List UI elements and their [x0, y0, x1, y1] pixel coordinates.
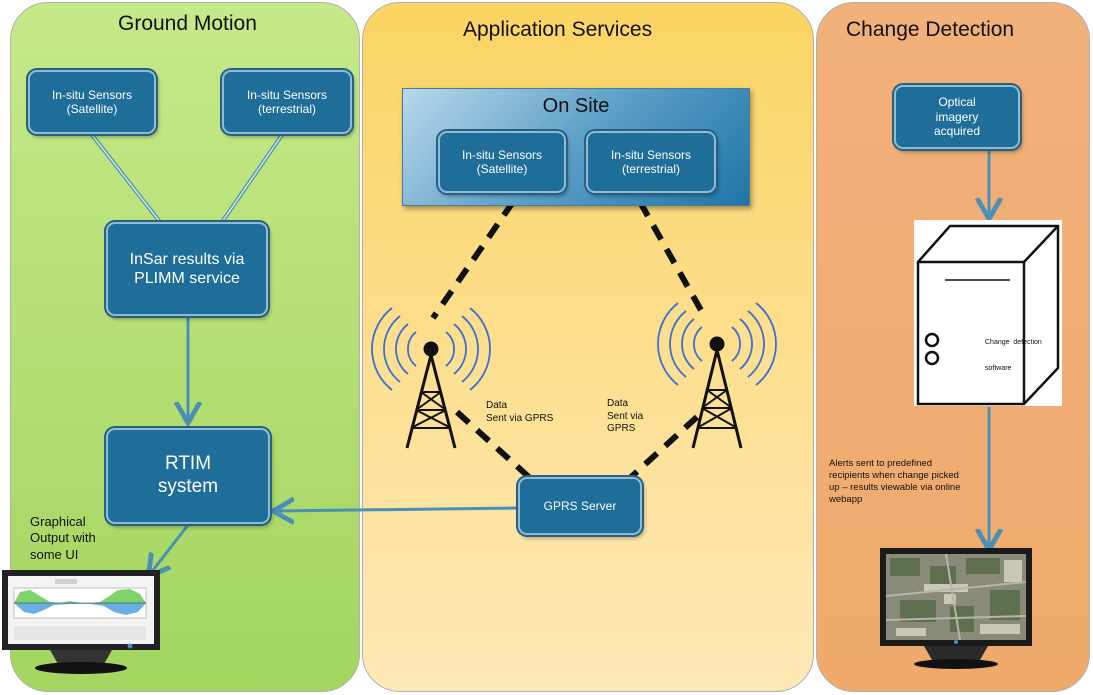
data-left-line2: Sent via GPRS	[486, 412, 554, 424]
alerts-line1: Alerts sent to predefined	[829, 458, 932, 469]
gm-sensor-terrestrial-line1: In-situ Sensors	[246, 87, 328, 102]
data-sent-right-label: Data Sent via GPRS	[607, 398, 643, 436]
graphical-output-line2: Output with	[30, 530, 96, 546]
alerts-line2: recipients when change picked	[829, 469, 959, 481]
data-sent-left-label: Data Sent via GPRS	[486, 400, 553, 425]
change-detection-title: Change Detection	[846, 18, 1015, 41]
alerts-label: Alerts sent to predefined recipients whe…	[829, 458, 961, 506]
gm-sensor-terrestrial-box: In-situ Sensors(terrestrial)	[222, 70, 352, 134]
as-sensor-satellite-line2: (Satellite)	[476, 162, 528, 176]
change-detection-software-label: Change detection software	[985, 321, 1042, 382]
software-line2: software	[985, 364, 1012, 372]
gm-sensor-satellite-line1: In-situ Sensors	[51, 87, 133, 102]
gprs-to-rtim-arrow	[276, 508, 519, 511]
as-sensor-satellite-line1: In-situ Sensors	[461, 147, 543, 162]
software-line1: Change detection	[985, 338, 1042, 346]
graphical-output-label: Graphical Output with some UI	[30, 514, 96, 563]
graphical-output-line1: Graphical	[30, 514, 86, 529]
gprs-server-box: GPRS Server	[518, 477, 642, 535]
rtim-line1: RTIM	[164, 453, 212, 475]
gm-sensor-satellite-box: In-situ Sensors(Satellite)	[28, 70, 156, 134]
data-left-line1: Data	[486, 400, 508, 411]
radio-tower-left-icon	[371, 307, 491, 449]
ground-motion-title: Ground Motion	[118, 12, 257, 35]
on-site-title: On Site	[542, 95, 610, 117]
ground-motion-connectors	[90, 133, 284, 224]
insar-line1: InSar results via	[129, 250, 245, 268]
as-sensor-terrestrial-box: In-situ Sensors(terrestrial)	[586, 131, 716, 193]
graphical-output-monitor-icon	[2, 570, 160, 674]
rtim-to-output-arrow	[150, 524, 190, 574]
dashed-data-links	[430, 200, 705, 481]
alerts-line3: up – results viewable via online	[829, 481, 961, 493]
server-icon	[914, 220, 1062, 406]
rtim-line2: system	[157, 476, 219, 497]
application-services-title: Application Services	[463, 18, 653, 41]
as-sensor-terrestrial-line2: (terrestrial)	[621, 162, 680, 176]
optical-line2: imagery	[935, 109, 979, 124]
gm-sensor-satellite-line2: (Satellite)	[66, 102, 118, 116]
data-right-line1: Data	[607, 398, 629, 409]
alerts-line4: webapp	[829, 493, 863, 505]
as-sensor-terrestrial-line1: In-situ Sensors	[610, 147, 692, 162]
gprs-server-label: GPRS Server	[543, 498, 617, 513]
data-right-line3: GPRS	[607, 423, 636, 434]
optical-line1: Optical	[938, 95, 976, 110]
radio-tower-right-icon	[657, 302, 777, 449]
aerial-imagery-monitor-icon	[880, 548, 1032, 669]
gm-sensor-terrestrial-line2: (terrestrial)	[257, 102, 316, 116]
optical-line3: acquired	[933, 124, 981, 139]
as-sensor-satellite-box: In-situ Sensors(Satellite)	[438, 131, 566, 193]
graphical-output-line3: some UI	[30, 546, 79, 562]
data-right-line2: Sent via	[607, 410, 644, 422]
insar-line2: PLIMM service	[134, 270, 240, 287]
